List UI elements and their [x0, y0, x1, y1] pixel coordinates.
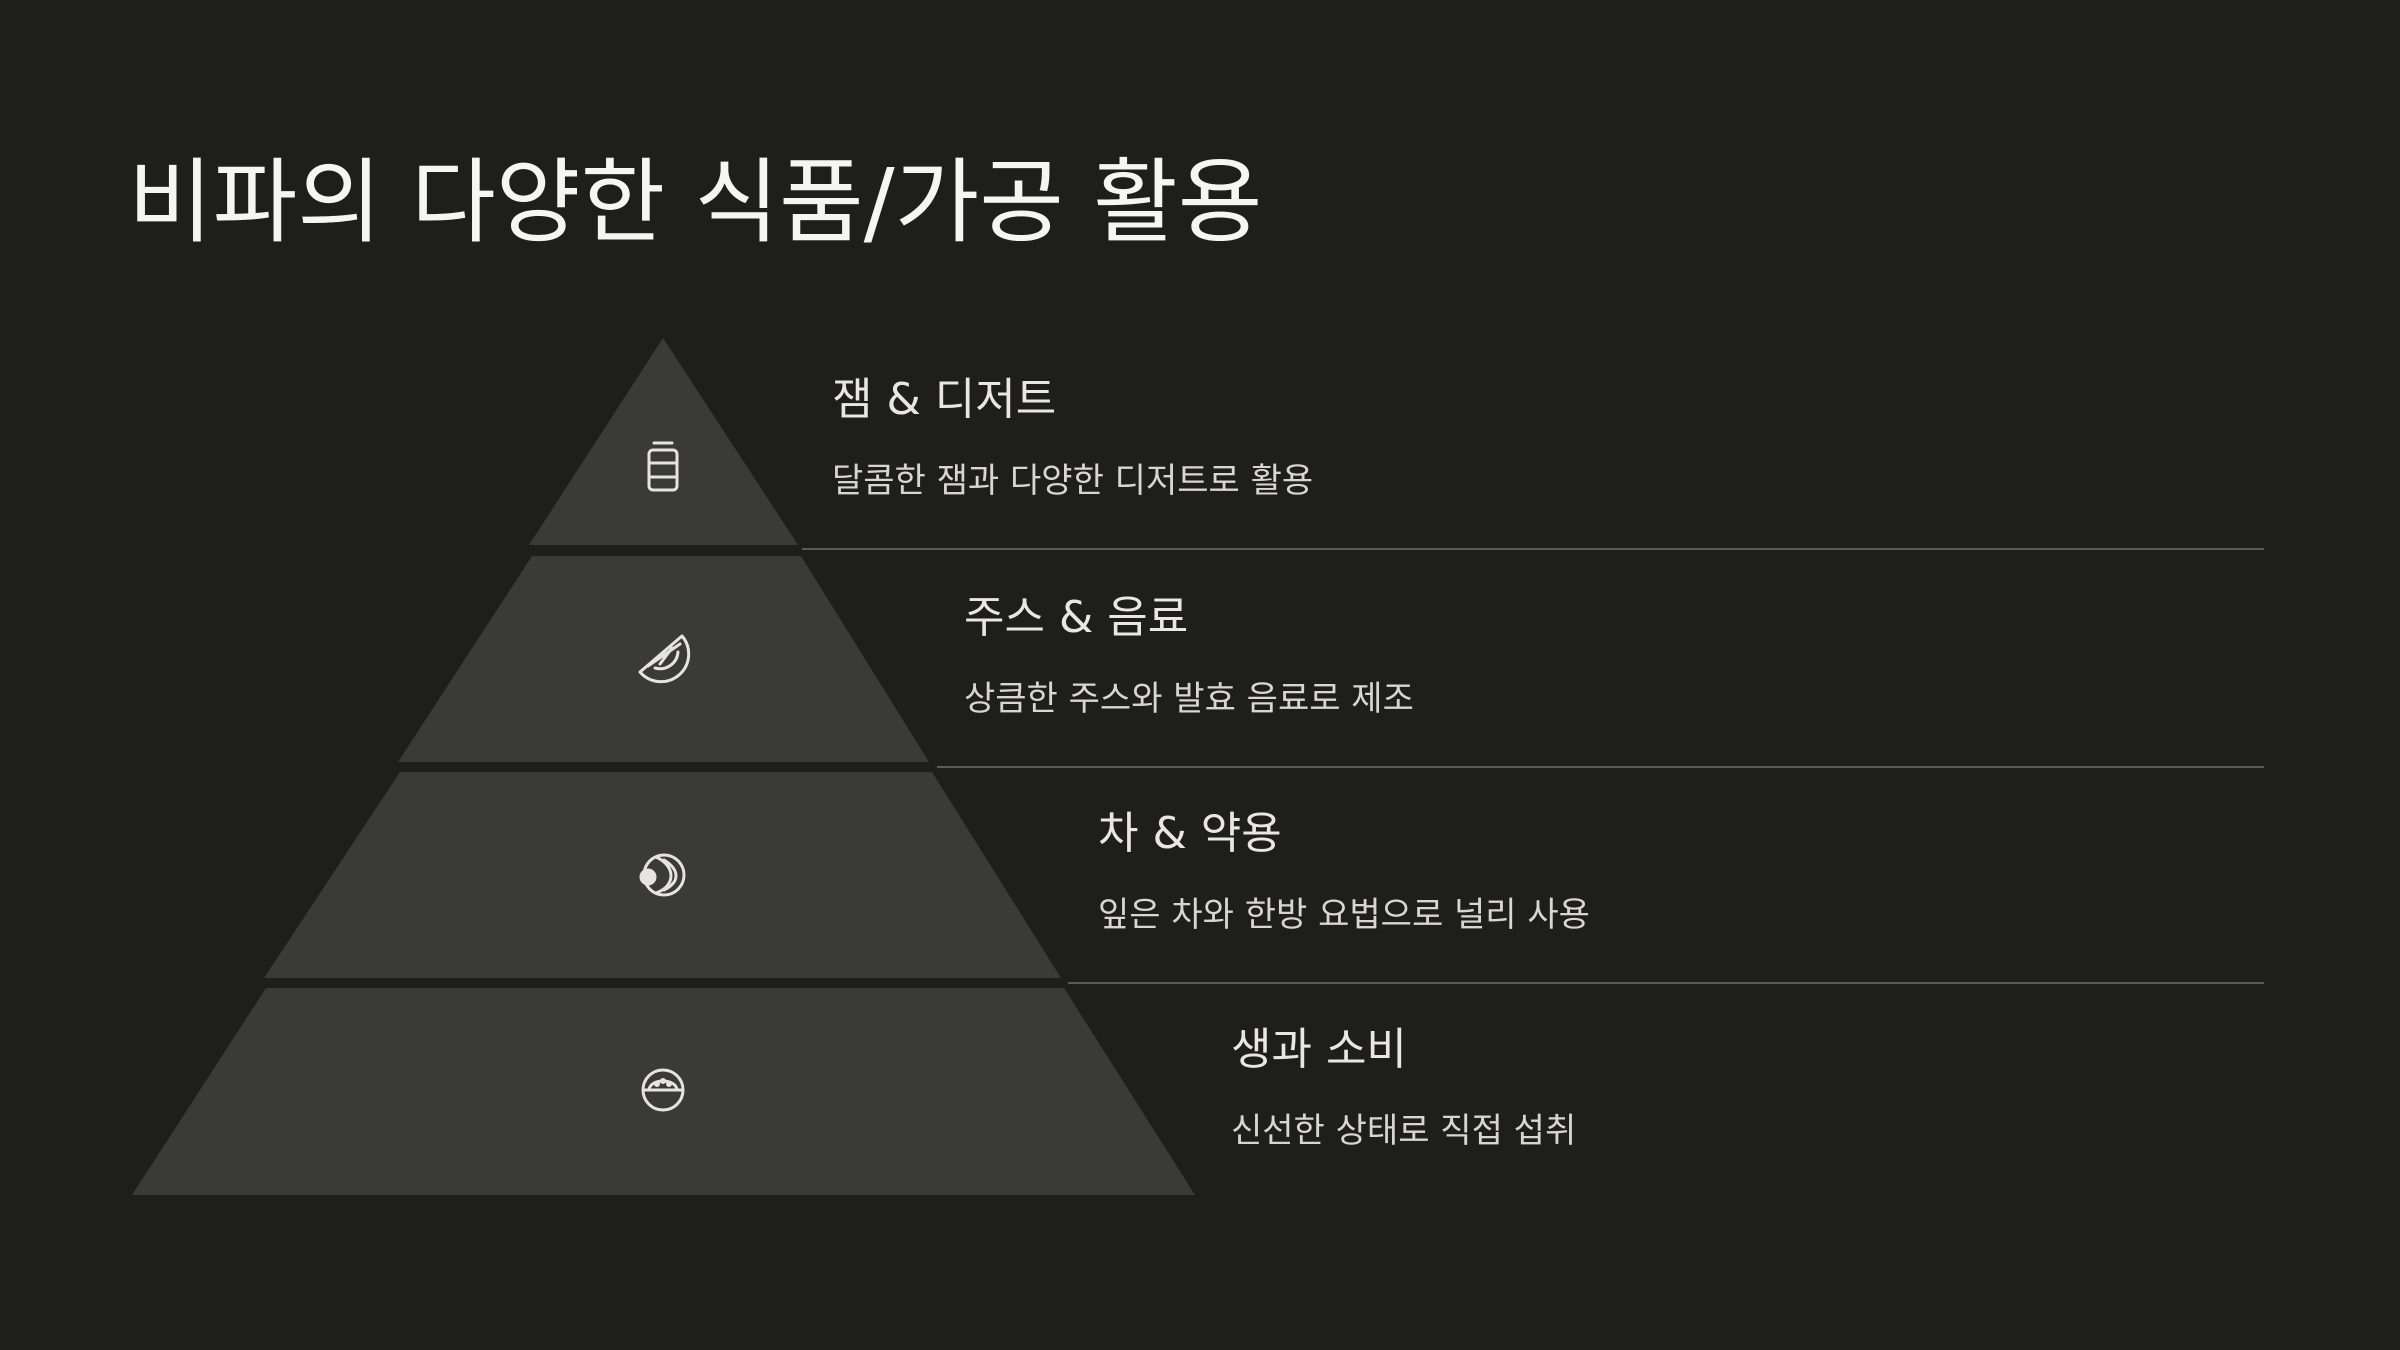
tier-description: 신선한 상태로 직접 섭취 [1231, 1110, 1577, 1151]
page-title: 비파의 다양한 식품/가공 활용 [128, 149, 1263, 256]
tier-text-3: 차 & 약용 잎은 차와 한방 요법으로 널리 사용 [1098, 808, 1590, 936]
tier-title: 잼 & 디저트 [832, 374, 1057, 425]
tier-description: 달콤한 잼과 다양한 디저트로 활용 [832, 460, 1314, 501]
tier-text-2: 주스 & 음료 상큼한 주스와 발효 음료로 제조 [964, 592, 1414, 720]
herb-icon [639, 853, 686, 897]
tier-title: 차 & 약용 [1098, 808, 1282, 859]
fruit-bowl-icon [641, 1068, 685, 1112]
tier-text-4: 생과 소비 신선한 상태로 직접 섭취 [1231, 1024, 1576, 1152]
fruit-slice-icon [638, 634, 691, 684]
tier-title: 생과 소비 [1231, 1024, 1407, 1075]
tier-description: 상큼한 주스와 발효 음료로 제조 [964, 678, 1414, 719]
jar-icon [647, 441, 679, 492]
tier-title: 주스 & 음료 [964, 592, 1189, 643]
tier-description: 잎은 차와 한방 요법으로 널리 사용 [1098, 894, 1590, 935]
tier-text-1: 잼 & 디저트 달콤한 잼과 다양한 디저트로 활용 [832, 374, 1313, 502]
pyramid-tier-3 [264, 772, 1061, 978]
